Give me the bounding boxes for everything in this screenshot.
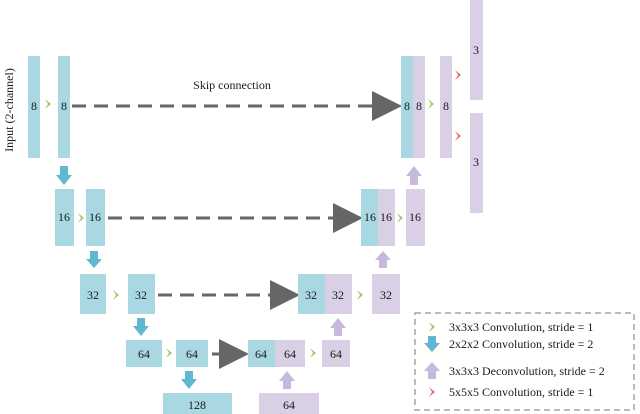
out-block-b	[470, 113, 483, 213]
bottleneck-block	[163, 393, 232, 414]
purple-up-arrow-icon	[406, 166, 422, 185]
dec4-block-c	[322, 340, 350, 367]
dec4-label-c: 64	[330, 347, 342, 361]
enc3-label-b: 32	[135, 288, 147, 302]
red-arrow-icon	[455, 70, 461, 80]
legend-deconv: 3x3x3 Deconvolution, stride = 2	[449, 364, 605, 378]
legend-conv2: 2x2x2 Convolution, stride = 2	[449, 337, 593, 351]
green-arrow-icon	[310, 348, 316, 358]
enc2-block-b	[86, 189, 105, 246]
enc4-label-b: 64	[186, 347, 198, 361]
purple-up-arrow-icon	[279, 371, 295, 389]
up64-label: 64	[283, 398, 295, 412]
red-arrow-icon	[429, 387, 435, 397]
legend-box	[414, 312, 635, 411]
enc4-label-a: 64	[138, 347, 150, 361]
enc2-block-a	[55, 189, 74, 246]
dec2-label-b: 16	[380, 210, 392, 224]
dec1-block-c	[440, 56, 452, 158]
out-label-a: 3	[473, 43, 479, 57]
dec1-label-b: 8	[416, 99, 422, 113]
purple-up-arrow-icon	[424, 362, 440, 379]
dec2-label-c: 16	[409, 210, 421, 224]
enc2-label-b: 16	[89, 210, 101, 224]
enc4-block-a	[126, 340, 162, 367]
dec2-label-a: 16	[364, 210, 376, 224]
enc1-block-b	[58, 56, 70, 158]
enc4-block-b	[176, 340, 208, 367]
dec3-label-c: 32	[380, 288, 392, 302]
dec2-block-c	[406, 189, 425, 246]
green-arrow-icon	[429, 322, 435, 332]
blue-down-arrow-icon	[56, 166, 72, 185]
dec2-block-b	[378, 189, 395, 246]
input-label: Input (2-channel)	[2, 68, 16, 152]
enc1-label-a: 8	[31, 99, 37, 113]
green-arrow-icon	[357, 290, 363, 300]
blue-down-arrow-icon	[181, 371, 197, 389]
dec3-label-a: 32	[305, 288, 317, 302]
blue-down-arrow-icon	[133, 318, 149, 336]
legend-conv5: 5x5x5 Convolution, stride = 1	[449, 385, 593, 399]
enc3-block-a	[80, 274, 106, 314]
green-arrow-icon	[45, 99, 51, 109]
purple-up-arrow-icon	[330, 318, 346, 336]
dec1-block-a	[401, 56, 413, 158]
out-block-a	[470, 0, 483, 100]
up64-block	[259, 393, 319, 414]
dec1-block-b	[413, 56, 425, 158]
legend-conv3: 3x3x3 Convolution, stride = 1	[449, 320, 593, 334]
dec3-block-a	[298, 274, 325, 314]
green-arrow-icon	[113, 290, 119, 300]
enc1-label-b: 8	[61, 99, 67, 113]
green-arrow-icon	[166, 348, 172, 358]
purple-up-arrow-icon	[375, 251, 391, 268]
green-arrow-icon	[397, 213, 403, 223]
blue-down-arrow-icon	[424, 336, 440, 352]
dec3-block-b	[325, 274, 352, 314]
blue-down-arrow-icon	[86, 251, 102, 268]
dec4-label-b: 64	[284, 347, 296, 361]
dec3-block-c	[372, 274, 400, 314]
enc1-block-a	[28, 56, 40, 158]
red-arrow-icon	[455, 131, 461, 141]
out-label-b: 3	[473, 155, 479, 169]
dec1-label-a: 8	[404, 99, 410, 113]
enc3-block-b	[128, 274, 155, 314]
dec3-label-b: 32	[332, 288, 344, 302]
bottleneck-label: 128	[188, 398, 206, 412]
dec4-block-a	[248, 340, 275, 367]
dec4-label-a: 64	[255, 347, 267, 361]
skip-connection-label: Skip connection	[193, 78, 271, 92]
dec2-block-a	[361, 189, 378, 246]
green-arrow-icon	[78, 213, 84, 223]
enc2-label-a: 16	[58, 210, 70, 224]
enc3-label-a: 32	[87, 288, 99, 302]
dec1-label-c: 8	[443, 99, 449, 113]
green-arrow-icon	[428, 99, 434, 109]
dec4-block-b	[275, 340, 305, 367]
